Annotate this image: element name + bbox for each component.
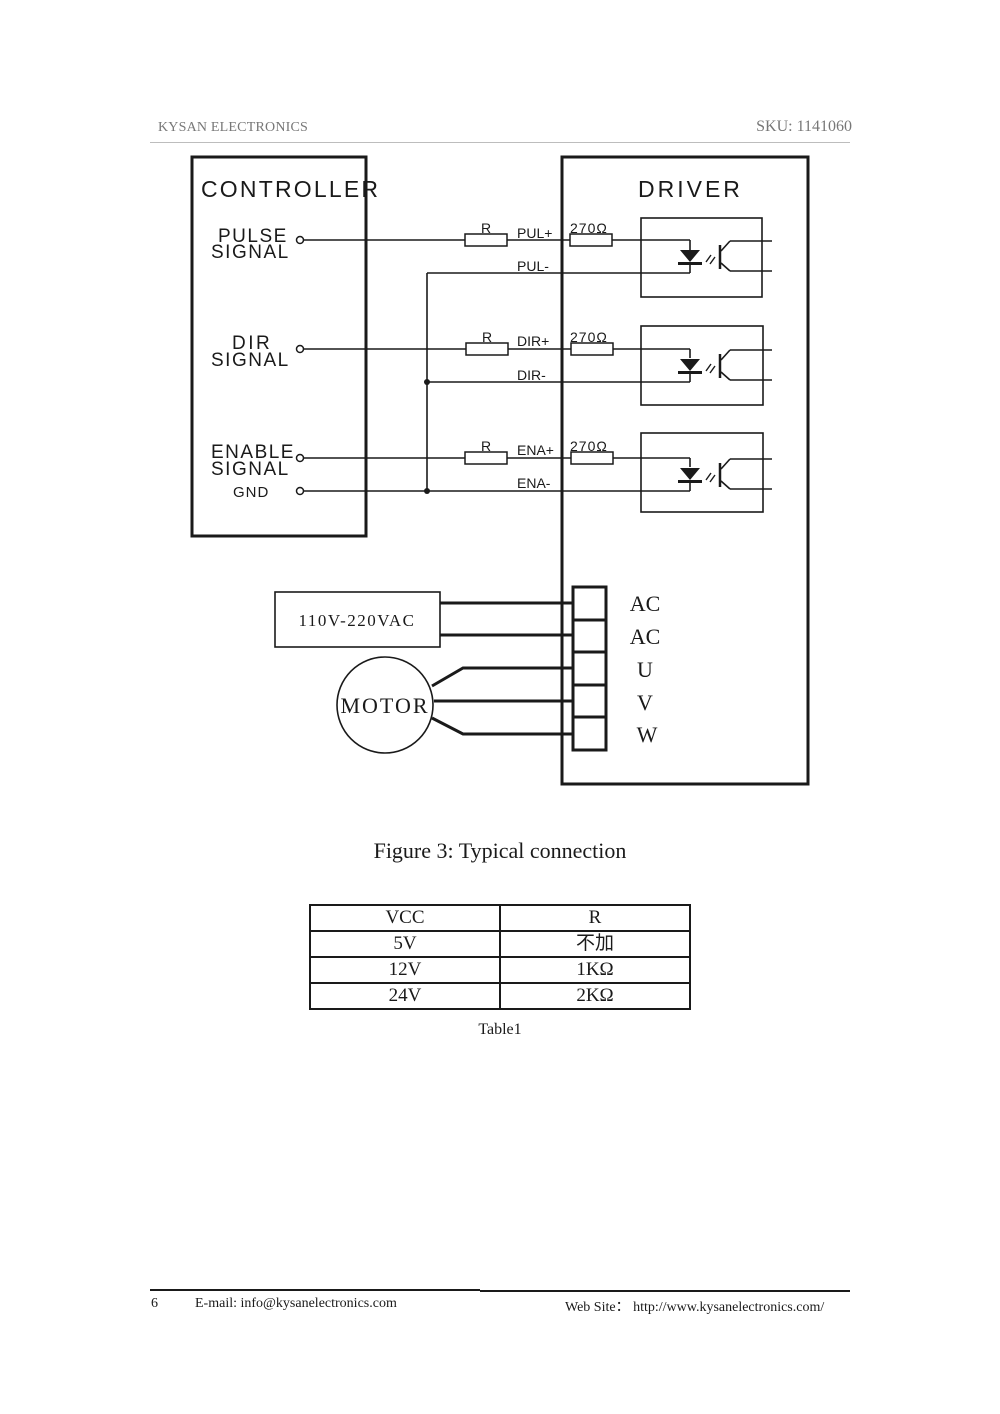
dir-label-2: SIGNAL xyxy=(211,350,290,371)
table-cell: 1KΩ xyxy=(499,956,691,984)
vcc-resistor-table: VCC R 5V 不加 12V 1KΩ 24V 2KΩ xyxy=(309,904,691,1010)
controller-box xyxy=(190,155,368,538)
terminal-label-u: U xyxy=(637,657,653,682)
driver-box xyxy=(560,155,810,786)
optocoupler-ena xyxy=(640,432,764,513)
optocoupler-pul xyxy=(640,217,763,298)
resistor-270-pul xyxy=(569,233,613,247)
table-caption: Table1 xyxy=(478,1021,522,1038)
enable-label-1: ENABLE xyxy=(211,442,295,463)
gnd-terminal xyxy=(295,486,305,496)
pul-minus-label: PUL- xyxy=(517,258,549,274)
footer-website: Web Site： http://www.kysanelectronics.co… xyxy=(565,1300,825,1315)
table-cell: 12V xyxy=(309,956,501,984)
ena-plus-label: ENA+ xyxy=(517,442,554,458)
led-icon xyxy=(678,240,772,272)
dir-label-1: DIR xyxy=(232,333,272,354)
terminal-label-ac2: AC xyxy=(630,624,661,649)
enable-terminal xyxy=(295,453,305,463)
motor-circle xyxy=(336,656,434,754)
table-row: 24V 2KΩ xyxy=(309,982,691,1010)
table-cell: 不加 xyxy=(499,930,691,958)
optocoupler-dir xyxy=(640,325,764,406)
terminal-label-ac1: AC xyxy=(630,591,661,616)
terminal-block xyxy=(571,585,608,752)
table-header-cell: R xyxy=(499,904,691,932)
footer-email: E-mail: info@kysanelectronics.com xyxy=(195,1296,397,1311)
r-label-pul: R xyxy=(481,220,491,236)
table-row: 5V 不加 xyxy=(309,930,691,958)
270-label-dir: 270Ω xyxy=(570,329,608,345)
pulse-label-1: PULSE xyxy=(218,226,288,247)
page-number: 6 xyxy=(151,1296,158,1311)
resistor-r-dir xyxy=(465,342,509,356)
table-cell: 2KΩ xyxy=(499,982,691,1010)
driver-title: DRIVER xyxy=(638,176,743,202)
table-row: 12V 1KΩ xyxy=(309,956,691,984)
power-supply-label: 110V-220VAC xyxy=(299,611,416,630)
table-header-row: VCC R xyxy=(309,904,691,932)
r-label-ena: R xyxy=(481,438,491,454)
dir-minus-label: DIR- xyxy=(517,367,546,383)
terminal-label-w: W xyxy=(637,722,658,747)
wiring-diagram: CONTROLLER PULSE SIGNAL DIR SIGNAL ENABL… xyxy=(190,155,810,786)
header-sku: SKU: 1141060 xyxy=(756,118,852,135)
pul-plus-label: PUL+ xyxy=(517,225,552,241)
table-cell: 5V xyxy=(309,930,501,958)
enable-label-2: SIGNAL xyxy=(211,459,290,480)
motor-label: MOTOR xyxy=(340,693,429,718)
dir-plus-label: DIR+ xyxy=(517,333,549,349)
header-company: KYSAN ELECTRONICS xyxy=(158,120,309,135)
pulse-label-2: SIGNAL xyxy=(211,242,290,263)
power-supply-box xyxy=(274,591,441,648)
terminal-label-v: V xyxy=(637,690,653,715)
270-label-pul: 270Ω xyxy=(570,220,608,236)
ena-minus-label: ENA- xyxy=(517,475,551,491)
resistor-r-pul xyxy=(464,233,508,247)
footer-divider xyxy=(150,1289,480,1291)
table-cell: 24V xyxy=(309,982,501,1010)
pulse-terminal xyxy=(295,235,305,245)
table-header-cell: VCC xyxy=(309,904,501,932)
figure-caption: Figure 3: Typical connection xyxy=(373,838,627,863)
r-label-dir: R xyxy=(482,329,492,345)
header-divider xyxy=(150,142,850,143)
270-label-ena: 270Ω xyxy=(570,438,608,454)
footer-divider xyxy=(480,1290,850,1292)
resistor-270-ena xyxy=(570,451,614,465)
gnd-label: GND xyxy=(233,484,269,501)
led-icon xyxy=(678,349,772,381)
resistor-r-ena xyxy=(464,451,508,465)
resistor-270-dir xyxy=(570,342,614,356)
controller-title: CONTROLLER xyxy=(201,176,380,202)
dir-terminal xyxy=(295,344,305,354)
led-icon xyxy=(678,458,772,490)
junction-dot xyxy=(424,379,430,385)
junction-dot xyxy=(424,488,430,494)
